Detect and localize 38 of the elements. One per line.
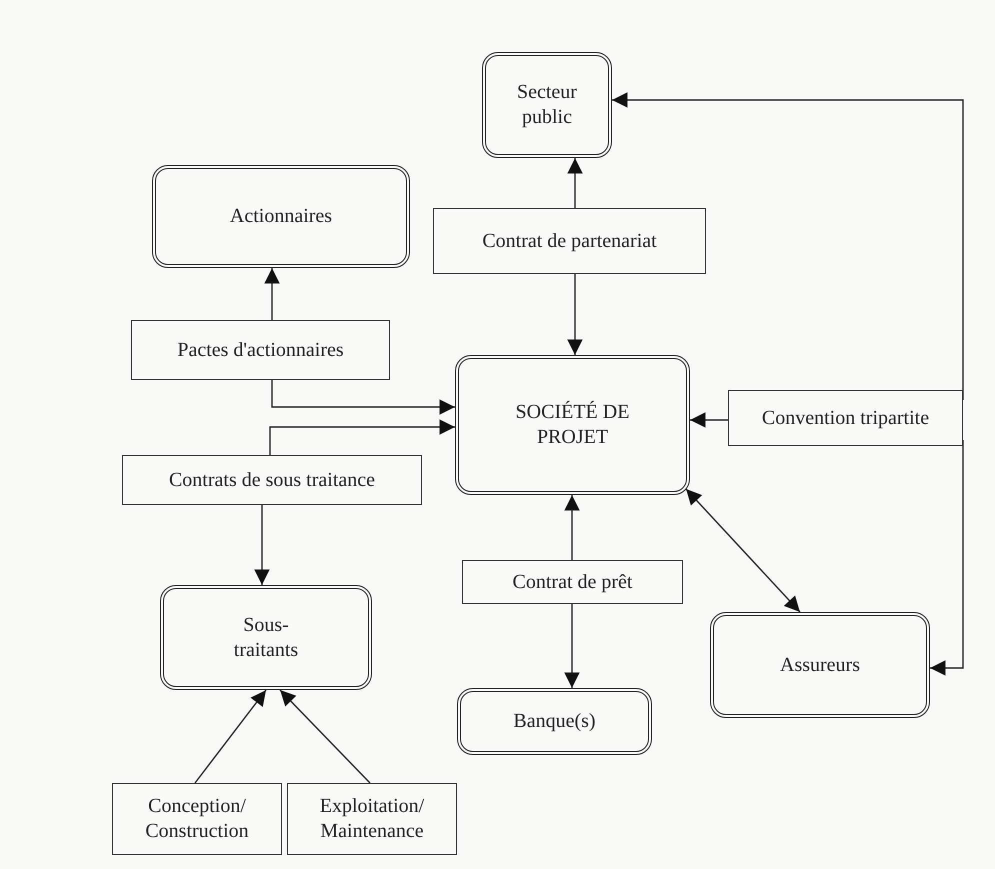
contract-box <box>287 783 457 855</box>
arrow <box>567 158 583 208</box>
contract-box <box>728 390 963 446</box>
arrow <box>254 505 270 585</box>
contract-box <box>112 783 282 855</box>
arrow <box>564 495 580 560</box>
contract-box <box>433 208 706 274</box>
contract-box <box>131 320 390 380</box>
arrow <box>271 380 455 415</box>
party-box <box>160 585 372 690</box>
node-label: Pactes d'actionnaires <box>177 338 344 362</box>
party-box <box>457 688 652 755</box>
node-label: Actionnaires <box>230 204 332 229</box>
node-label: Contrat de partenariat <box>482 228 657 254</box>
node-label: Exploitation/ Maintenance <box>318 794 426 844</box>
arrow <box>269 419 455 455</box>
arrow <box>567 274 583 355</box>
party-box <box>710 612 930 718</box>
arrow <box>264 268 280 320</box>
node-label: Contrats de sous traitance <box>168 468 376 492</box>
node-label: Sous- traitants <box>232 612 300 662</box>
node-label: Conception/ Construction <box>144 794 250 844</box>
node-label: Secteur public <box>516 80 578 130</box>
party-box <box>152 165 410 268</box>
contract-box <box>462 560 683 604</box>
arrow <box>194 690 267 784</box>
arrow <box>280 690 370 784</box>
arrow <box>685 488 801 612</box>
contract-box <box>122 455 422 505</box>
party-box <box>455 355 690 495</box>
node-label: Assureurs <box>780 652 860 678</box>
node-label: Convention tripartite <box>762 406 930 430</box>
arrow <box>690 412 728 428</box>
node-label: Contrat de prêt <box>512 570 632 594</box>
party-box <box>482 52 612 158</box>
node-label: SOCIÉTÉ DE PROJET <box>514 400 630 450</box>
node-label: Banque(s) <box>513 709 596 734</box>
arrow <box>564 604 580 688</box>
